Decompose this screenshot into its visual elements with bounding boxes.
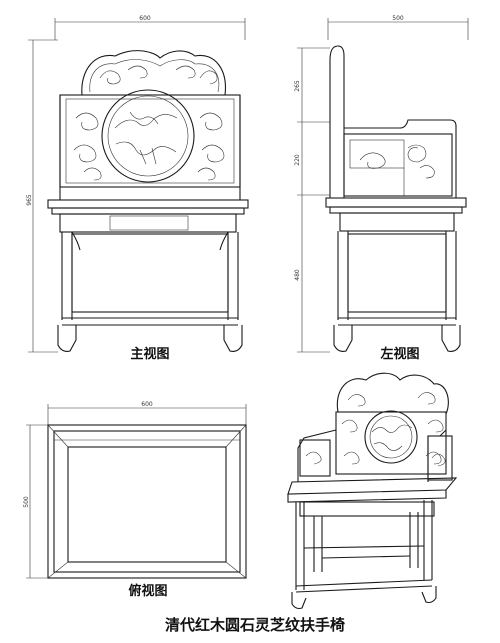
side-view-caption: 左视图 <box>380 346 419 362</box>
top-depth-label: 500 <box>23 496 30 508</box>
front-height-label: 965 <box>26 194 33 206</box>
top-view: 600 500 俯视图 <box>23 401 247 599</box>
side-seg-low-label: 480 <box>294 269 301 281</box>
top-width-label: 600 <box>141 401 153 408</box>
side-seg-top-label: 265 <box>294 80 301 92</box>
chart-title: 清代红木圆石灵芝纹扶手椅 <box>165 616 345 634</box>
front-width-label: 600 <box>139 15 151 22</box>
watermark-text: 知乎 @红木良人 <box>412 613 493 627</box>
front-view-caption: 主视图 <box>130 346 169 362</box>
top-view-caption: 俯视图 <box>128 583 167 599</box>
watermark: 知乎 @红木良人 <box>412 613 493 627</box>
front-view: 600 965 <box>26 15 249 362</box>
perspective-view <box>287 372 458 610</box>
side-view: 500 265 220 480 左视图 <box>294 15 469 362</box>
side-seg-mid-label: 220 <box>294 154 301 166</box>
side-width-label: 500 <box>392 15 404 22</box>
